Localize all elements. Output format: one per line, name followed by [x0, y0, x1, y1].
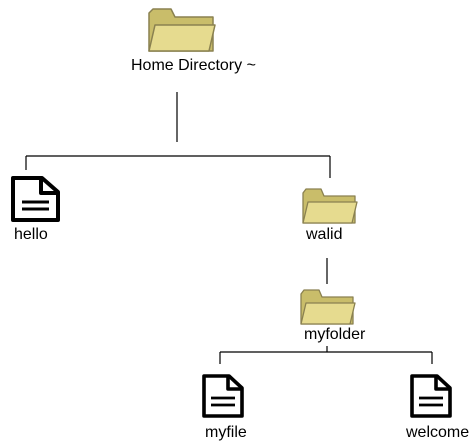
walid-folder-label: walid	[306, 226, 343, 243]
myfolder-folder-icon	[300, 289, 356, 325]
myfile-file-icon	[202, 374, 244, 418]
myfile-file-label: myfile	[205, 424, 247, 441]
welcome-file-label: welcome	[406, 424, 470, 441]
welcome-file-icon	[410, 374, 452, 418]
myfolder-folder-label: myfolder	[304, 326, 366, 343]
hello-file-icon	[11, 176, 60, 222]
root-folder-label: Home Directory ~	[131, 57, 256, 74]
walid-folder-icon	[302, 188, 358, 224]
root-folder-icon	[148, 8, 216, 52]
hello-file-label: hello	[14, 226, 48, 243]
